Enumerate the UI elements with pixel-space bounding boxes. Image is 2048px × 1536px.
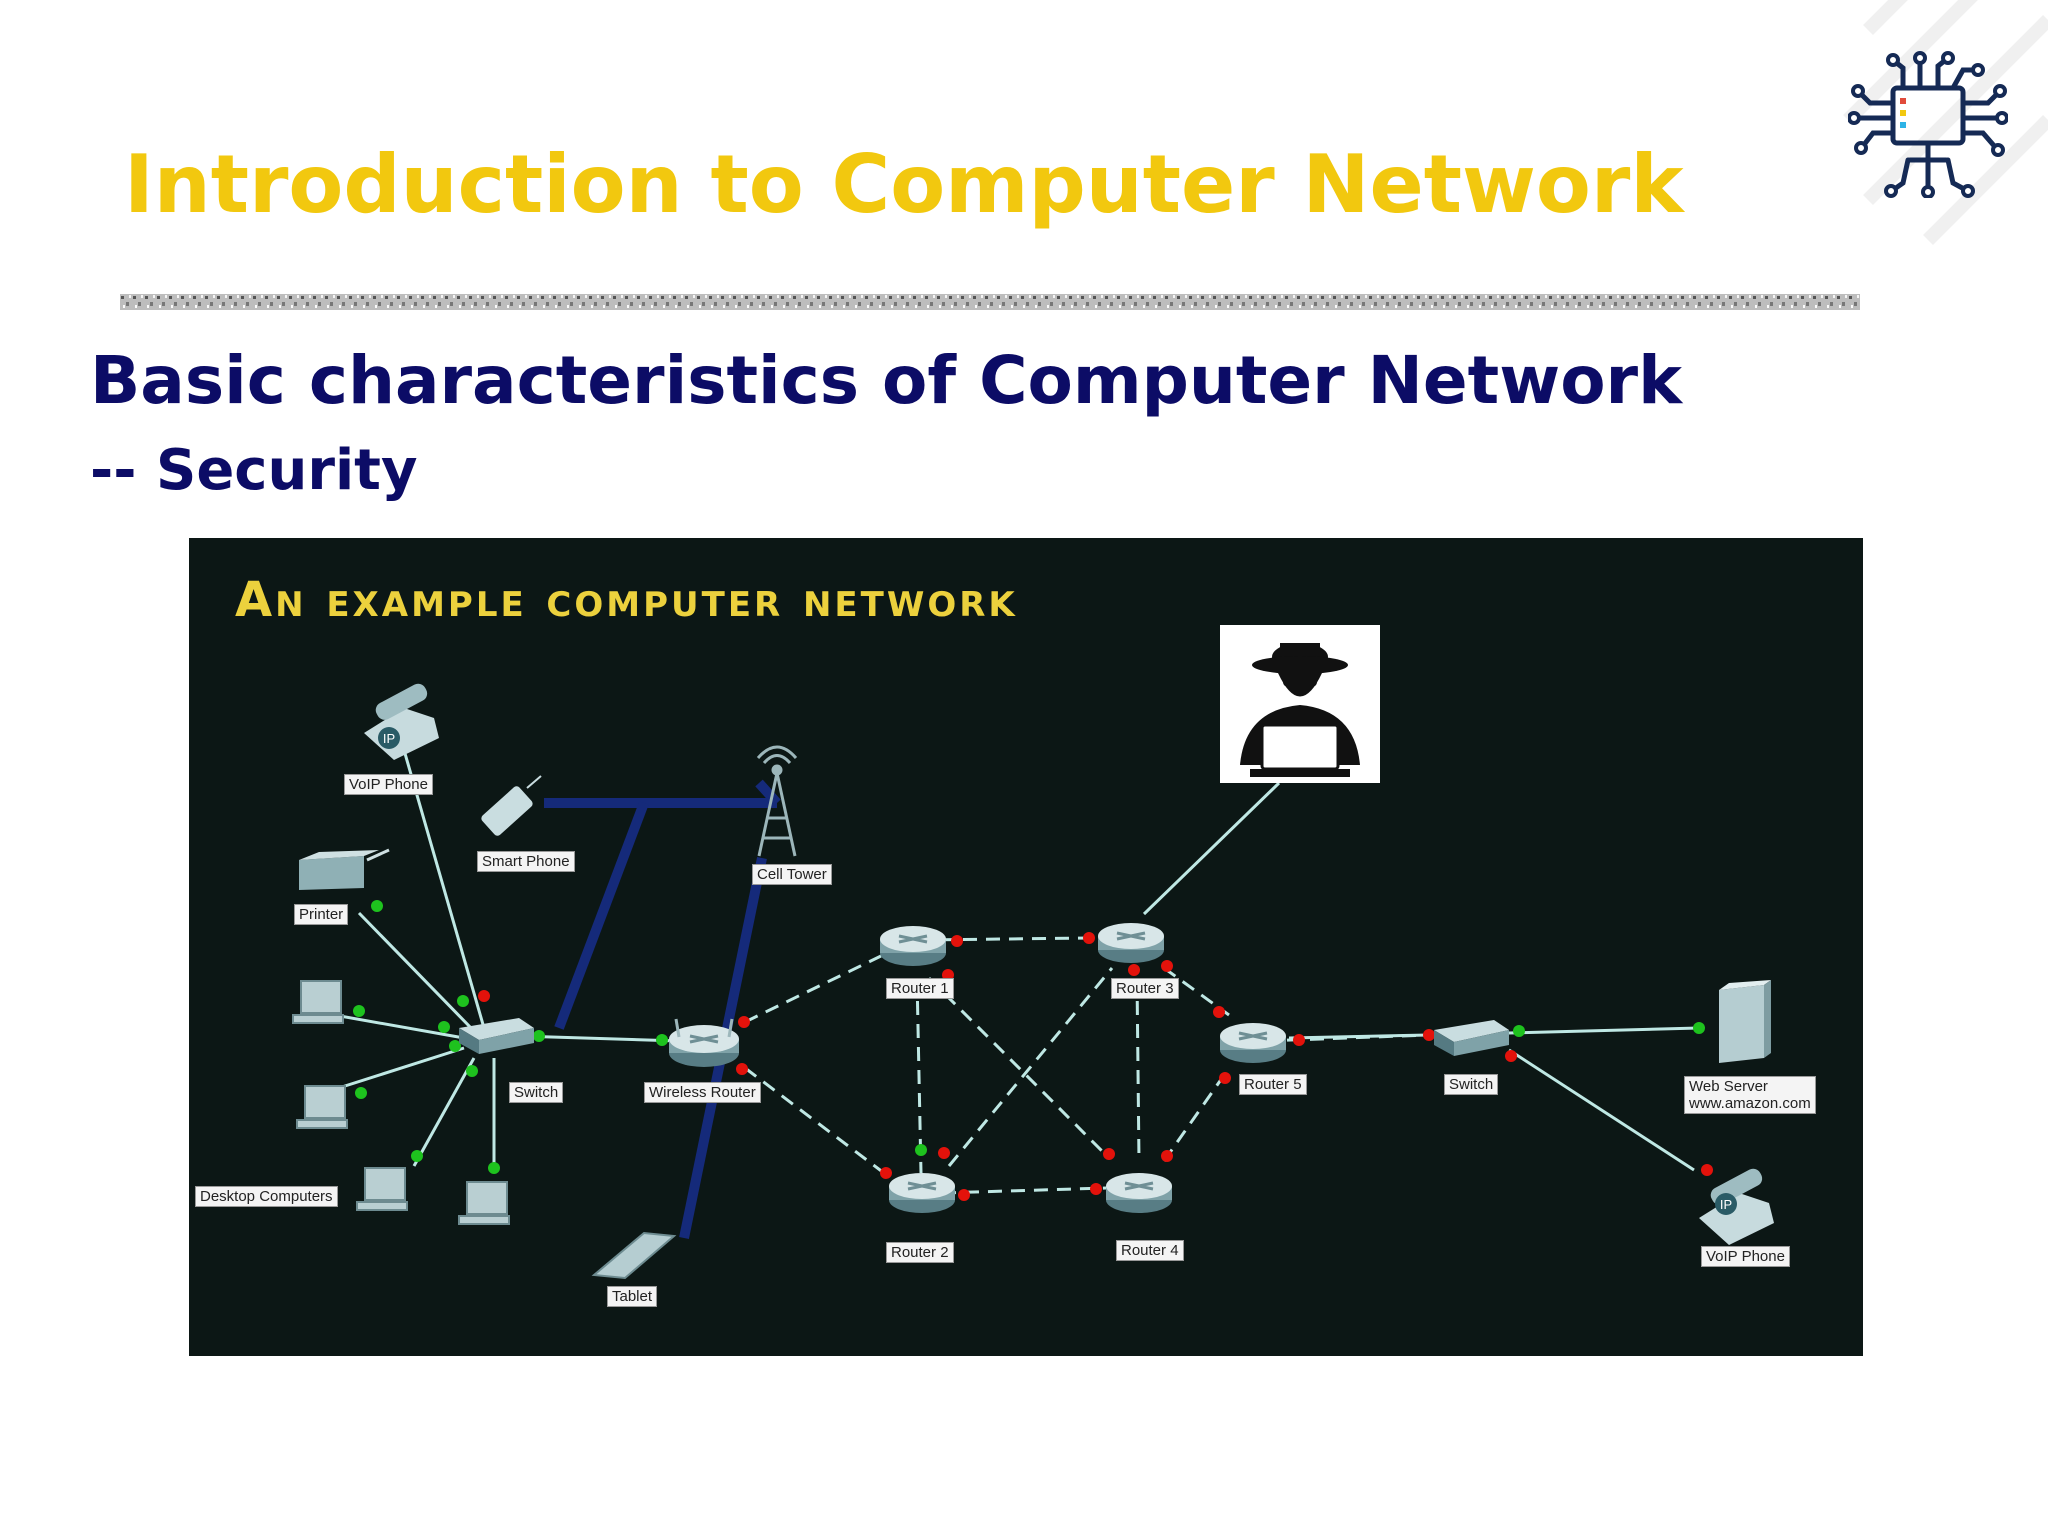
label-cell-tower: Cell Tower [752, 864, 832, 885]
smartphone-icon [481, 775, 542, 836]
slide-subtitle-security: -- Security [90, 438, 418, 503]
slide-subtitle: Basic characteristics of Computer Networ… [90, 342, 1682, 419]
label-router-1: Router 1 [886, 978, 954, 999]
label-router-5: Router 5 [1239, 1074, 1307, 1095]
port-indicators-down [478, 932, 1713, 1201]
label-web-server: Web Server www.amazon.com [1684, 1076, 1816, 1114]
wired-links [322, 749, 1700, 1172]
label-switch-left: Switch [509, 1082, 564, 1103]
label-smart-phone: Smart Phone [477, 851, 575, 872]
label-router-3: Router 3 [1111, 978, 1179, 999]
network-diagram: IP IP [189, 538, 1863, 1356]
label-router-2: Router 2 [886, 1242, 954, 1263]
label-desktop-computers: Desktop Computers [195, 1186, 338, 1207]
label-voip-phone-left: VoIP Phone [344, 774, 433, 795]
label-web-server-name: Web Server [1689, 1078, 1768, 1095]
label-web-server-url: www.amazon.com [1689, 1095, 1811, 1112]
ip-badge: IP [383, 731, 395, 746]
label-printer: Printer [294, 904, 349, 925]
wan-links [744, 936, 1430, 1195]
phone-icon: IP [1699, 1168, 1774, 1245]
tablet-icon [591, 1231, 677, 1280]
label-switch-right: Switch [1444, 1074, 1499, 1095]
label-voip-phone-right: VoIP Phone [1701, 1246, 1790, 1267]
phone-icon: IP [364, 683, 439, 760]
router-icon [669, 923, 1286, 1213]
diagram-title: An example computer network [235, 572, 1018, 628]
desktop-icon [292, 980, 510, 1225]
server-icon [1719, 980, 1771, 1063]
label-router-4: Router 4 [1116, 1240, 1184, 1261]
hacker-icon [1220, 625, 1380, 783]
label-tablet: Tablet [607, 1286, 658, 1307]
label-wireless-router: Wireless Router [644, 1082, 761, 1103]
circuit-monitor-logo-icon [1848, 51, 2008, 198]
printer-icon [299, 848, 390, 890]
switch-icon [459, 1018, 1509, 1056]
network-diagram-canvas: IP IP [292, 683, 1774, 1280]
tower-icon [756, 745, 798, 857]
port-indicators-up [353, 900, 1705, 1174]
wireless-links [544, 779, 781, 1240]
corner-decoration [1843, 0, 2048, 245]
slide-title: Introduction to Computer Network [124, 138, 1684, 231]
title-divider [120, 294, 1860, 310]
ip-badge: IP [1720, 1197, 1732, 1212]
